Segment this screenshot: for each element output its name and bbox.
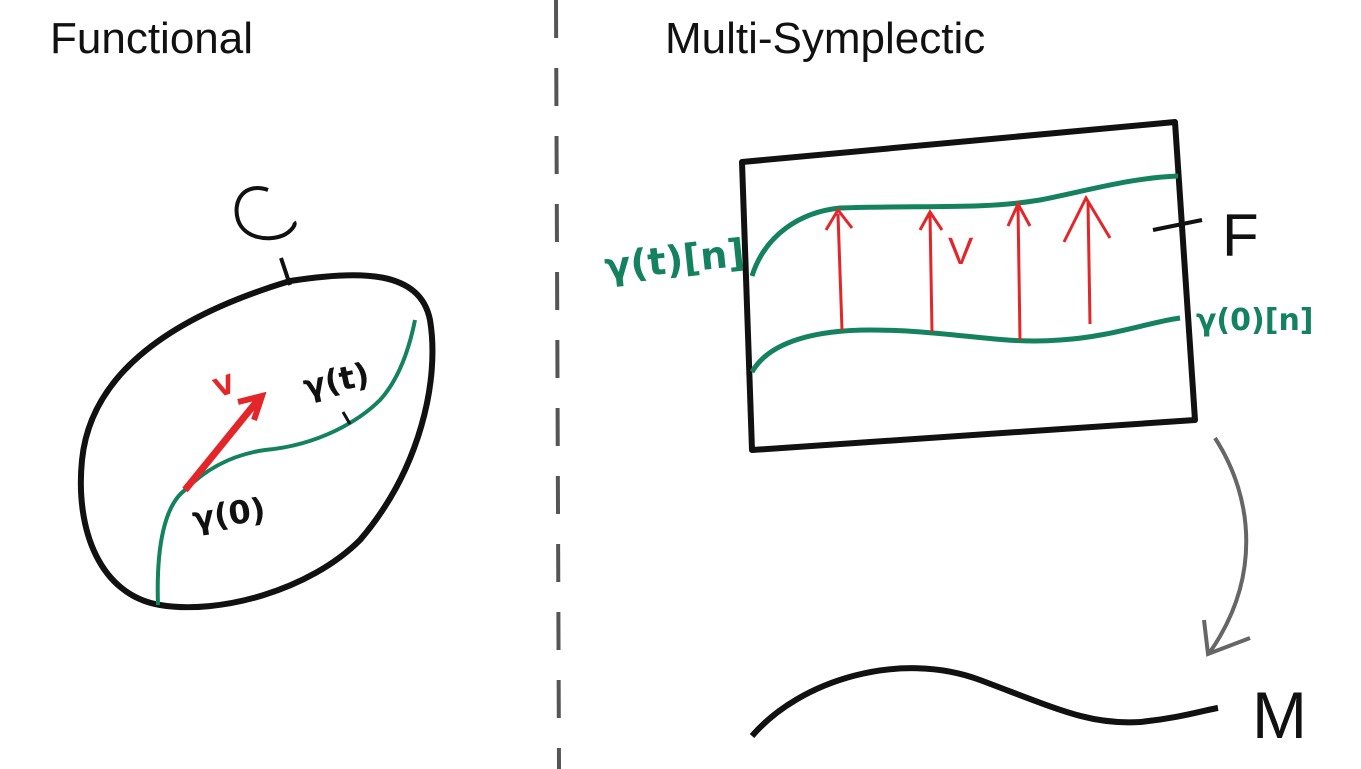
- tangent-vector-arrowhead: [237, 391, 267, 421]
- curve-label-0: γ(0): [190, 490, 268, 538]
- curve-label-gamma-t: γ(t)[n]: [602, 230, 746, 288]
- curve-label-gamma-0: γ(0)[n]: [1196, 303, 1314, 338]
- tangent-vector-arrow: [182, 397, 261, 493]
- panel-divider: [554, 0, 561, 769]
- functional-title: Functional: [50, 14, 254, 63]
- manifold-label-glyph: [234, 186, 297, 241]
- fiber-label-tick: [1152, 218, 1203, 232]
- vertical-vector-4: [1062, 194, 1112, 325]
- vertical-vector-2: [918, 209, 944, 333]
- vertical-vector-label: V: [948, 231, 974, 273]
- vertical-vector-3: [1006, 200, 1032, 341]
- projection-arrow: [1208, 436, 1249, 654]
- manifold-outline: [77, 272, 436, 611]
- vertical-vector-1: [824, 207, 854, 331]
- functional-diagram: V γ(t) γ(0): [77, 186, 436, 611]
- multi-symplectic-diagram: F V γ(t)[n] γ(0)[n] M: [602, 119, 1314, 752]
- curve-gamma: [155, 319, 417, 606]
- fiber-rectangle: [739, 119, 1198, 453]
- curve-label-t: γ(t): [300, 355, 373, 406]
- curve-gamma-t: [749, 173, 1179, 277]
- curve-point-t: [341, 411, 352, 425]
- fiber-label: F: [1222, 202, 1259, 269]
- multi-symplectic-title: Multi-Symplectic: [665, 14, 986, 63]
- manifold-label-tick: [279, 257, 292, 286]
- base-manifold-curve: [749, 665, 1219, 738]
- base-label: M: [1252, 678, 1307, 752]
- curve-gamma-0: [749, 315, 1181, 374]
- projection-arrowhead: [1202, 619, 1251, 657]
- tangent-vector-label: V: [210, 370, 239, 405]
